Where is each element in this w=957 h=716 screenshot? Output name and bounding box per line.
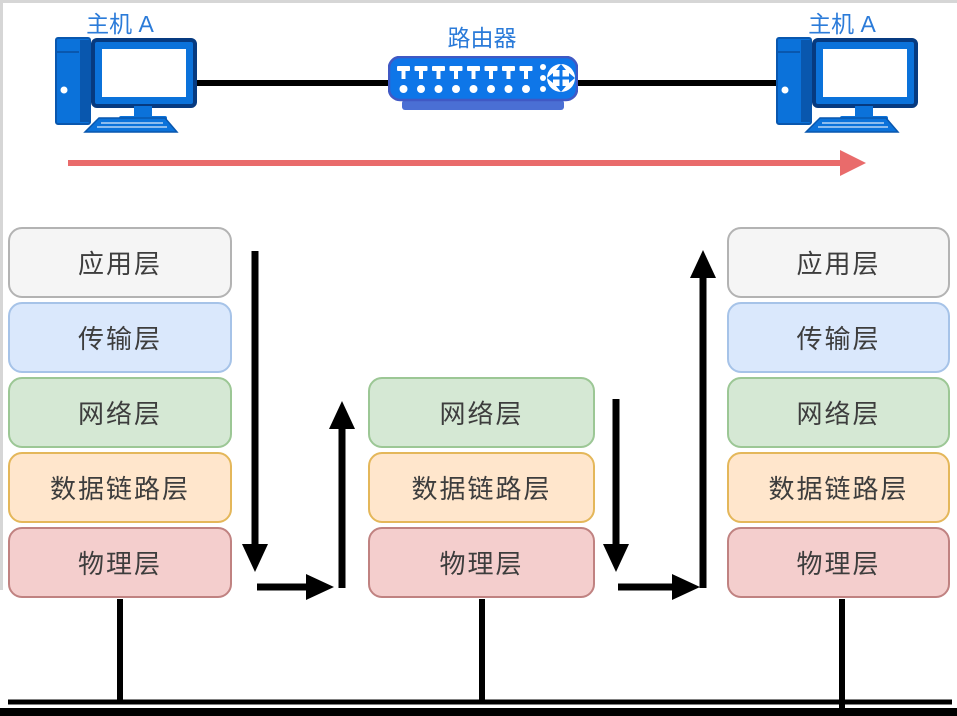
right-stack-network-layer: 网络层 xyxy=(727,377,950,448)
host-right-label: 主机 A xyxy=(808,11,876,37)
down-arrow-left-stack xyxy=(242,251,268,572)
router-icon xyxy=(388,56,578,110)
host-left-label: 主机 A xyxy=(86,11,154,37)
handoff-arrow-left-to-router xyxy=(257,574,334,600)
router-label: 路由器 xyxy=(447,25,517,51)
right-stack-physical-layer: 物理层 xyxy=(727,527,950,598)
left-stack-datalink-layer: 数据链路层 xyxy=(8,452,232,523)
desktop-computer-icon xyxy=(776,37,918,133)
router-stack-physical-layer: 物理层 xyxy=(368,527,595,598)
left-stack-transport-layer: 传输层 xyxy=(8,302,232,373)
left-stack-network-layer: 网络层 xyxy=(8,377,232,448)
router-stack-network-layer: 网络层 xyxy=(368,377,595,448)
left-stack-physical-layer: 物理层 xyxy=(8,527,232,598)
left-edge-border xyxy=(0,0,3,590)
transmission-direction-arrow xyxy=(68,150,866,176)
move-arrows-glyph xyxy=(547,64,575,92)
right-stack-transport-layer: 传输层 xyxy=(727,302,950,373)
right-stack-datalink-layer: 数据链路层 xyxy=(727,452,950,523)
left-stack-application-layer: 应用层 xyxy=(8,227,232,298)
up-arrow-router-stack xyxy=(329,401,355,588)
router-stack-datalink-layer: 数据链路层 xyxy=(368,452,595,523)
desktop-computer-icon xyxy=(55,37,197,133)
up-arrow-right-stack xyxy=(690,250,716,588)
down-arrow-router-stack xyxy=(603,399,629,572)
handoff-arrow-router-to-right xyxy=(618,574,700,600)
right-stack-application-layer: 应用层 xyxy=(727,227,950,298)
top-edge-border xyxy=(0,0,957,3)
